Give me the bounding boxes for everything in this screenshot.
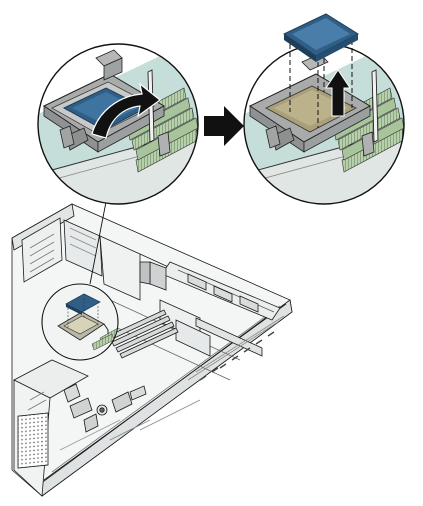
rotate-arrow-icon <box>91 82 161 139</box>
detail-circle-step-2 <box>243 13 405 205</box>
front-io-connectors <box>63 383 147 433</box>
fan-bay <box>21 217 103 283</box>
riser-area <box>139 261 281 321</box>
callout-leader-line <box>89 201 107 285</box>
power-supply-area <box>13 359 89 497</box>
server-chassis <box>11 203 293 497</box>
right-socket-lever <box>371 69 379 143</box>
detail-circle-step-1 <box>37 43 199 205</box>
lifted-cpu <box>283 13 360 62</box>
right-arrow-icon <box>204 106 244 146</box>
up-arrow-icon <box>325 69 351 117</box>
detail-callout-small <box>41 201 119 361</box>
board-dimm-slots <box>107 309 179 359</box>
